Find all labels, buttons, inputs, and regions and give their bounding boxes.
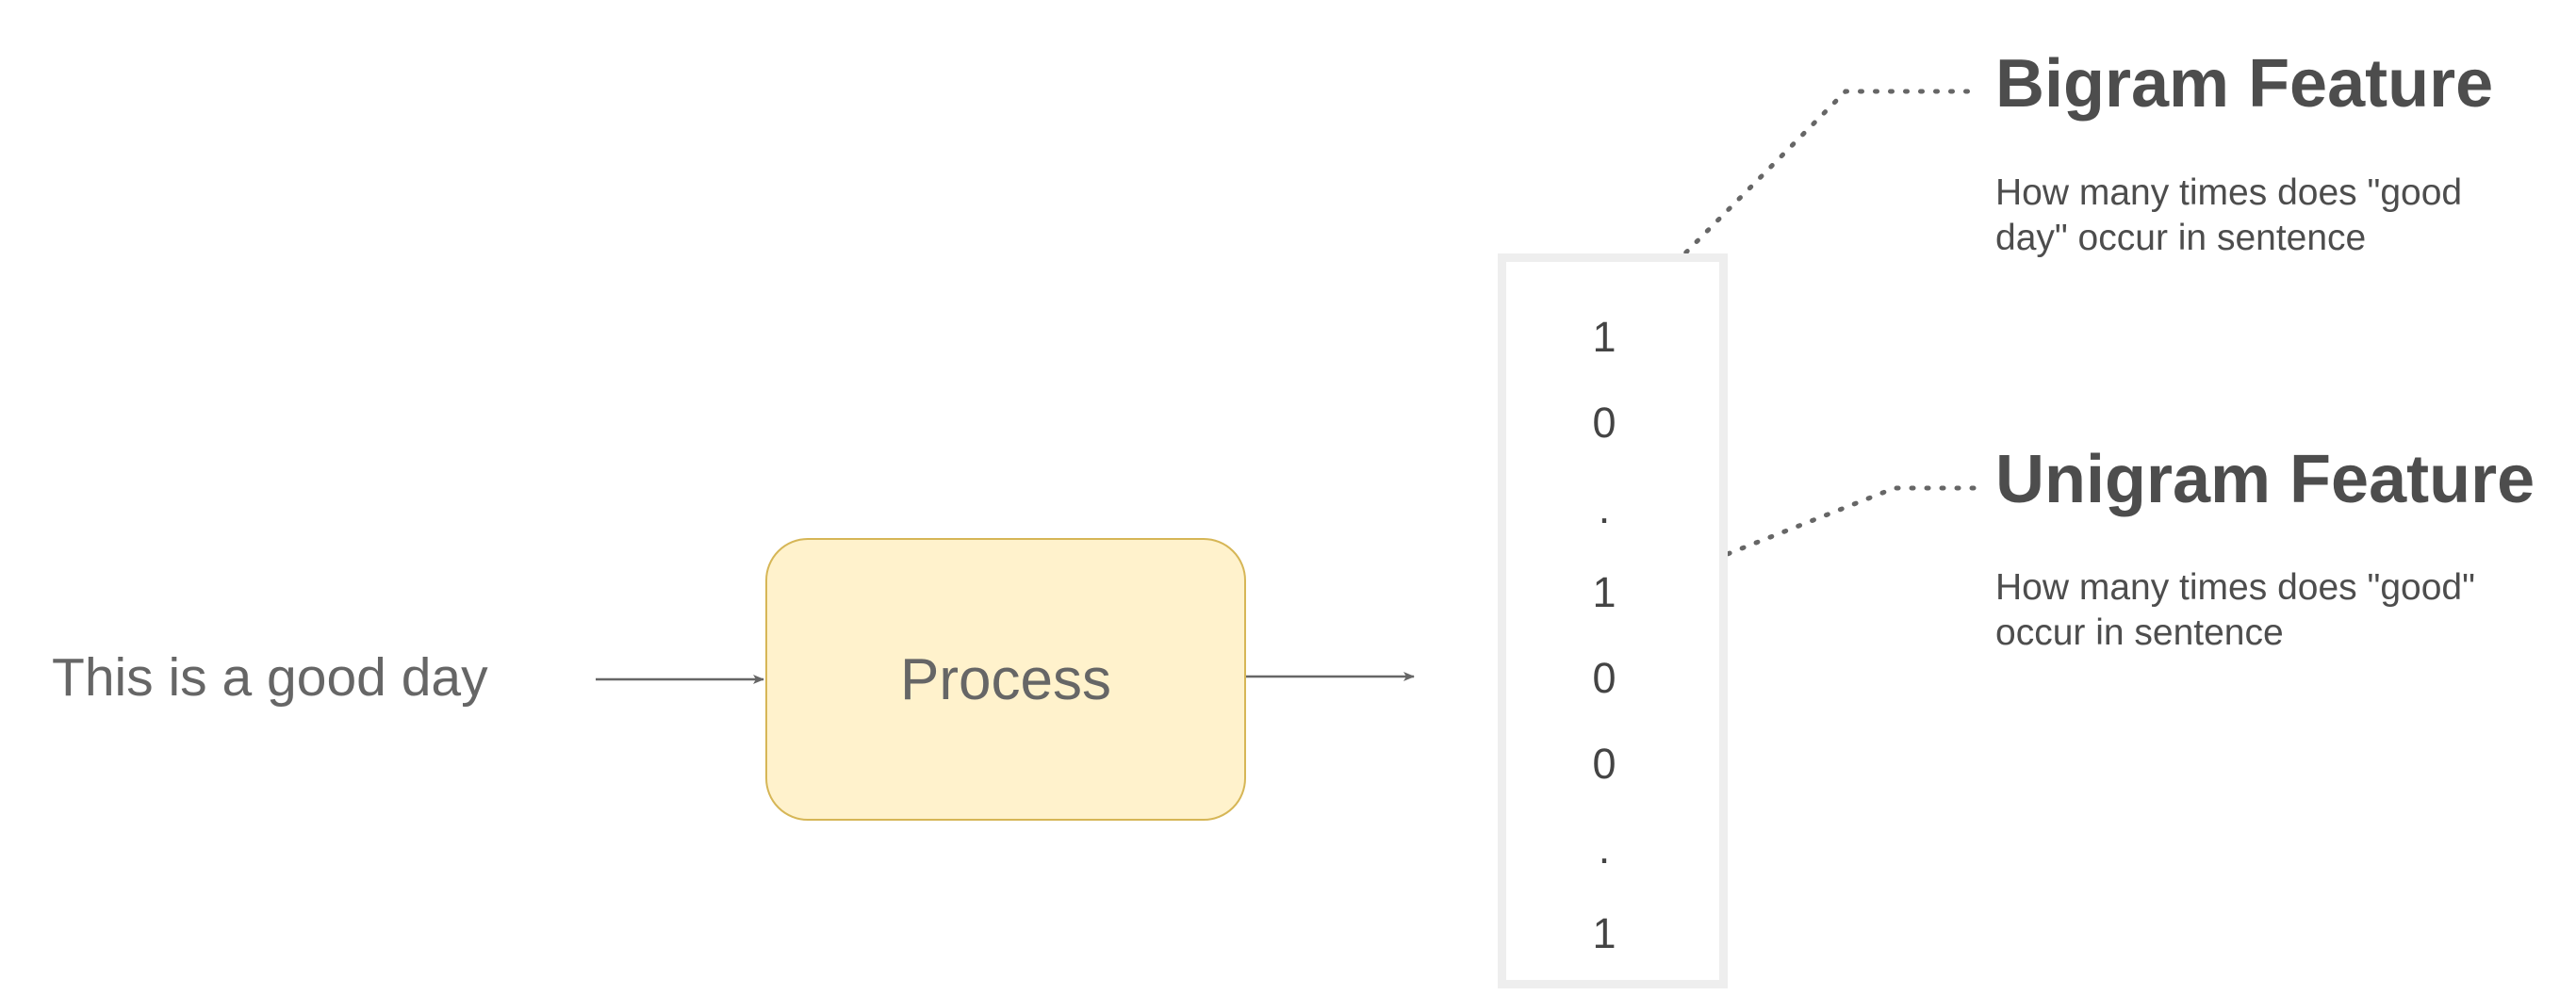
unigram-feature-description: How many times does "good" occur in sent… bbox=[1995, 567, 2475, 653]
vector-item: . bbox=[1598, 484, 1611, 532]
bigram-feature-title: Bigram Feature bbox=[1995, 46, 2494, 122]
vector-item: 1 bbox=[1592, 909, 1616, 957]
bigram-callout-line bbox=[1651, 89, 1977, 287]
vector-item: 0 bbox=[1592, 654, 1616, 702]
vector-item: 0 bbox=[1592, 399, 1616, 447]
feature-vector: 1 0 . 1 0 0 . 1 bbox=[1498, 253, 1728, 988]
process-box: Process bbox=[765, 538, 1246, 821]
input-sentence: This is a good day bbox=[52, 647, 488, 708]
bigram-feature-description: How many times does "good day" occur in … bbox=[1995, 172, 2463, 258]
vector-item: . bbox=[1598, 824, 1611, 873]
vector-item: 1 bbox=[1592, 568, 1616, 616]
vector-item: 1 bbox=[1592, 313, 1616, 361]
process-label: Process bbox=[900, 646, 1111, 712]
unigram-feature-title: Unigram Feature bbox=[1995, 442, 2535, 517]
vector-item: 0 bbox=[1592, 740, 1616, 788]
